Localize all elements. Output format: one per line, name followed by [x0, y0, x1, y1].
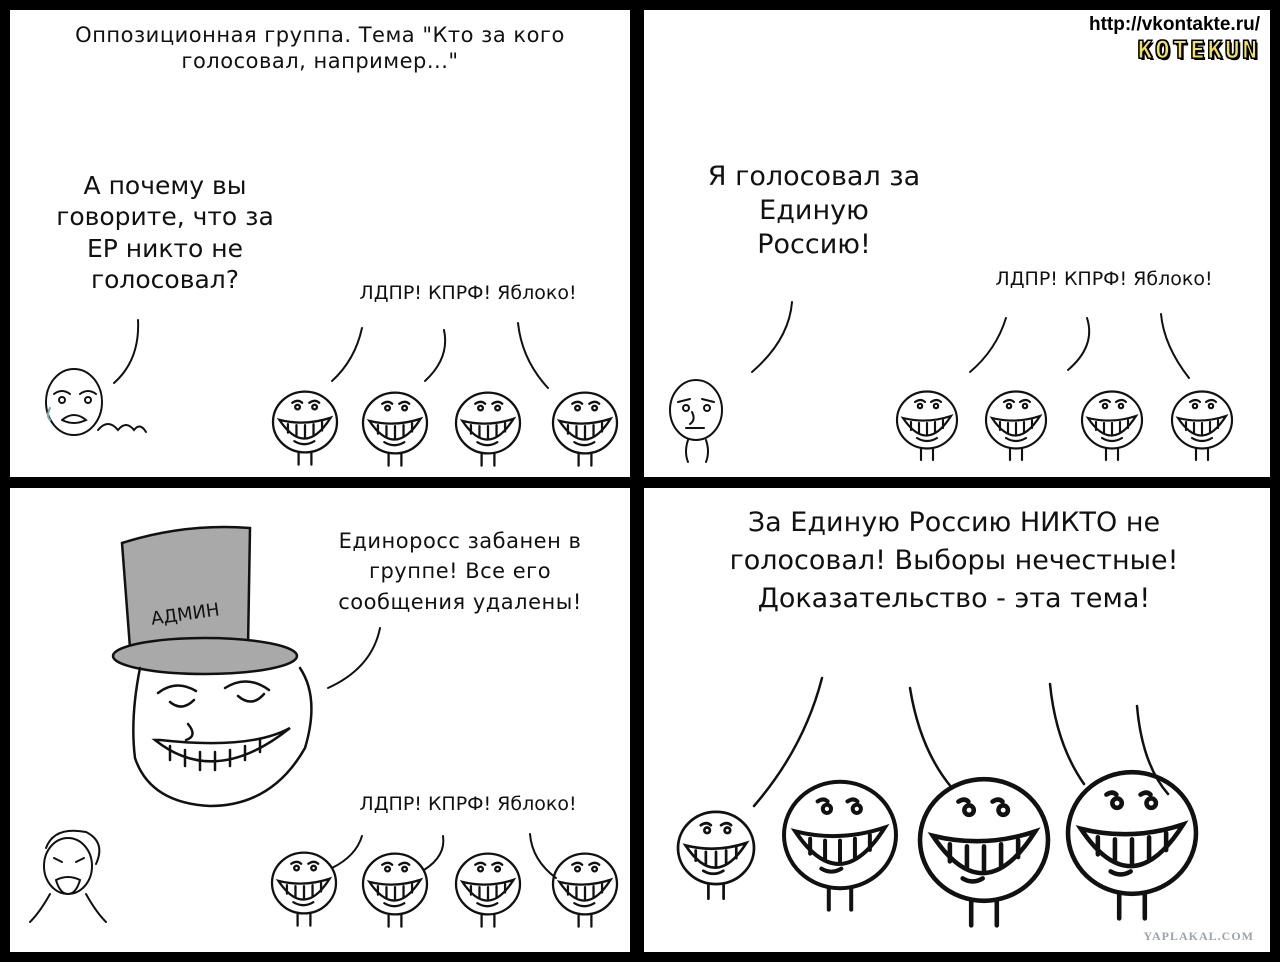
laughing-face-icon — [1065, 769, 1199, 921]
speech-tail — [1135, 704, 1170, 796]
comic-panel-1: Оппозиционная группа. Тема "Кто за кого … — [10, 10, 630, 477]
logo-brand: KOTEKUN — [1137, 36, 1260, 65]
watermark: YAPLAKAL.COM — [1143, 929, 1254, 943]
laughing-face-icon — [270, 851, 338, 927]
laughing-face-icon — [551, 391, 619, 467]
laughing-face-icon — [1080, 390, 1144, 462]
crying-face-icon — [29, 829, 107, 923]
speech-tail — [1048, 682, 1086, 786]
speech-tail — [908, 686, 954, 790]
speech-tail — [517, 322, 549, 389]
laughing-face-icon — [782, 779, 898, 912]
chorus-speech: ЛДПР! КПРФ! Яблоко! — [359, 793, 577, 815]
laughing-face-icon — [676, 810, 756, 901]
speech-tail — [1067, 317, 1091, 371]
logo-url: http://vkontakte.ru/ — [1088, 14, 1260, 35]
speech-tail — [1160, 313, 1190, 379]
speech-tail — [331, 327, 363, 382]
serious-face-icon — [669, 379, 723, 463]
laughing-face-icon — [454, 852, 522, 928]
speech-tail — [751, 301, 793, 373]
speech-tail — [331, 835, 363, 869]
laughing-face-icon — [454, 391, 522, 467]
laughing-face-icon — [361, 852, 429, 928]
speech-tail — [113, 319, 140, 384]
admin-speech: Единоросс забанен в группе! Все его сооб… — [338, 529, 582, 614]
source-logo: http://vkontakte.ru/ KOTEKUN — [1088, 14, 1260, 65]
admin-top-hat — [111, 525, 299, 676]
comic-panel-2: http://vkontakte.ru/ KOTEKUN Я голосовал… — [644, 10, 1270, 477]
laughing-face-icon — [551, 852, 619, 928]
speech-tail — [529, 833, 557, 879]
question-speech: А почему вы говорите, что за ЕР никто не… — [56, 171, 274, 294]
chorus-speech: ЛДПР! КПРФ! Яблоко! — [359, 282, 577, 304]
laughing-face-icon — [917, 776, 1051, 928]
troll-face-icon — [132, 666, 313, 808]
statement-speech: Я голосовал за Единую Россию! — [707, 161, 921, 260]
panel-caption: Оппозиционная группа. Тема "Кто за кого … — [75, 23, 565, 74]
speech-tail — [752, 676, 824, 808]
laughing-face-icon — [1170, 390, 1234, 462]
speech-tail — [424, 329, 447, 382]
comic-panel-4: За Единую Россию НИКТО не голосовал! Выб… — [644, 488, 1270, 952]
speech-tail — [327, 627, 381, 689]
comic-panel-3: Единоросс забанен в группе! Все его сооб… — [10, 488, 630, 952]
laughing-face-icon — [271, 390, 339, 466]
conclusion-speech: За Единую Россию НИКТО не голосовал! Выб… — [729, 507, 1179, 614]
chorus-speech: ЛДПР! КПРФ! Яблоко! — [995, 268, 1213, 290]
laughing-face-icon — [984, 390, 1048, 462]
speech-tail — [969, 317, 1007, 373]
panel-1-drawing — [45, 319, 619, 467]
panel-4-drawing — [676, 676, 1199, 928]
panel-3-drawing: АДМИН — [29, 525, 619, 928]
laughing-face-icon — [895, 390, 959, 462]
panel-2-drawing — [669, 301, 1234, 463]
laughing-face-icon — [361, 391, 429, 467]
worried-face-icon — [45, 368, 147, 436]
speech-tail — [423, 835, 445, 871]
